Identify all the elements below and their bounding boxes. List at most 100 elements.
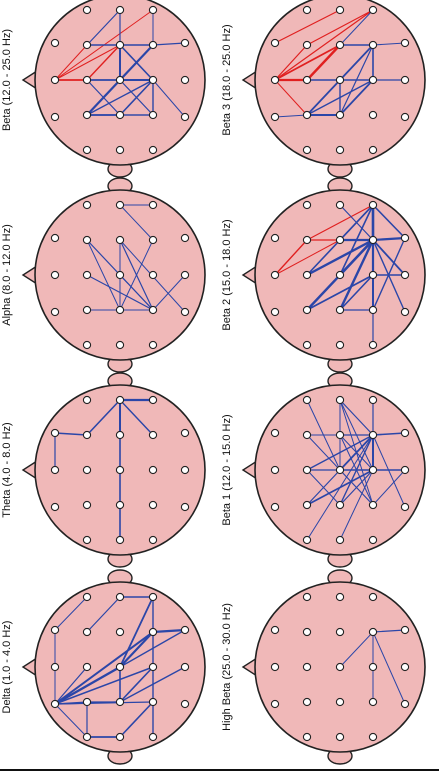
head-map-beta: Beta (12.0 - 25.0 Hz) [1,0,205,177]
electrode-marker [369,593,376,600]
head-maps: Beta (12.0 - 25.0 Hz) Beta 3 (18.0 - 25.0… [1,0,425,764]
electrode-marker [303,201,310,208]
electrode-marker [336,593,343,600]
electrode-marker [369,76,376,83]
electrode-marker [149,306,156,313]
electrode-marker [303,431,310,438]
electrode-marker [369,663,376,670]
electrode-marker [369,306,376,313]
electrode-marker [83,396,90,403]
electrode-marker [369,341,376,348]
electrode-marker [83,146,90,153]
electrode-marker [116,236,123,243]
electrode-marker [369,466,376,473]
head-map-beta2: Beta 2 (15.0 - 18.0 Hz) [221,178,425,372]
electrode-marker [303,501,310,508]
electrode-marker [116,6,123,13]
electrode-marker [303,306,310,313]
electrode-marker [336,6,343,13]
electrode-marker [116,593,123,600]
electrode-marker [271,234,278,241]
electrode-marker [181,271,188,278]
electrode-marker [116,76,123,83]
electrode-marker [336,733,343,740]
electrode-marker [116,306,123,313]
electrode-marker [181,626,188,633]
electrode-marker [271,663,278,670]
electrode-marker [116,146,123,153]
electrode-marker [51,663,58,670]
electrode-marker [369,431,376,438]
electrode-marker [149,146,156,153]
electrode-marker [116,466,123,473]
electrode-marker [181,113,188,120]
electrode-marker [116,41,123,48]
electrode-marker [369,201,376,208]
electrode-marker [116,201,123,208]
electrode-marker [369,271,376,278]
electrode-marker [401,308,408,315]
electrode-marker [51,429,58,436]
panel-label-beta2: Beta 2 (15.0 - 18.0 Hz) [221,219,233,330]
electrode-marker [181,234,188,241]
panel-label-beta: Beta (12.0 - 25.0 Hz) [1,29,13,131]
electrode-marker [303,41,310,48]
electrode-marker [303,593,310,600]
electrode-marker [116,111,123,118]
head-map-alpha: Alpha (8.0 - 12.0 Hz) [1,178,205,372]
electrode-marker [51,466,58,473]
electrode-marker [83,306,90,313]
electrode-marker [401,626,408,633]
head-map-beta1: Beta 1 (12.0 - 15.0 Hz) [221,373,425,567]
electrode-marker [181,700,188,707]
electrode-marker [83,501,90,508]
electrode-marker [83,466,90,473]
electrode-marker [336,698,343,705]
electrode-marker [336,146,343,153]
electrode-marker [83,236,90,243]
electrode-marker [149,111,156,118]
electrode-marker [271,503,278,510]
electrode-marker [181,308,188,315]
electrode-marker [83,536,90,543]
electrode-marker [369,41,376,48]
panel-label-beta3: Beta 3 (18.0 - 25.0 Hz) [221,24,233,135]
panel-label-beta1: Beta 1 (12.0 - 15.0 Hz) [221,414,233,525]
electrode-marker [336,306,343,313]
electrode-marker [271,429,278,436]
electrode-marker [336,341,343,348]
electrode-marker [303,698,310,705]
electrode-marker [149,271,156,278]
electrode-marker [181,429,188,436]
electrode-marker [369,501,376,508]
electrode-marker [51,700,58,707]
panel-label-theta: Theta (4.0 - 8.0 Hz) [1,422,13,517]
electrode-marker [369,536,376,543]
electrode-marker [336,111,343,118]
electrode-marker [181,663,188,670]
electrode-marker [83,628,90,635]
electrode-marker [181,466,188,473]
electrode-marker [149,628,156,635]
electrode-marker [83,733,90,740]
electrode-marker [116,733,123,740]
electrode-marker [303,271,310,278]
electrode-marker [401,76,408,83]
electrode-marker [116,431,123,438]
electrode-marker [271,39,278,46]
electrode-marker [149,201,156,208]
electrode-marker [149,466,156,473]
electrode-marker [116,536,123,543]
electrode-marker [83,76,90,83]
electrode-marker [336,431,343,438]
electrode-marker [401,700,408,707]
electrode-marker [149,6,156,13]
electrode-marker [83,698,90,705]
electrode-marker [149,236,156,243]
electrode-marker [51,76,58,83]
electrode-marker [336,271,343,278]
electrode-marker [369,698,376,705]
electrode-marker [271,271,278,278]
head-map-delta: Delta (1.0 - 4.0 Hz) [1,570,205,764]
